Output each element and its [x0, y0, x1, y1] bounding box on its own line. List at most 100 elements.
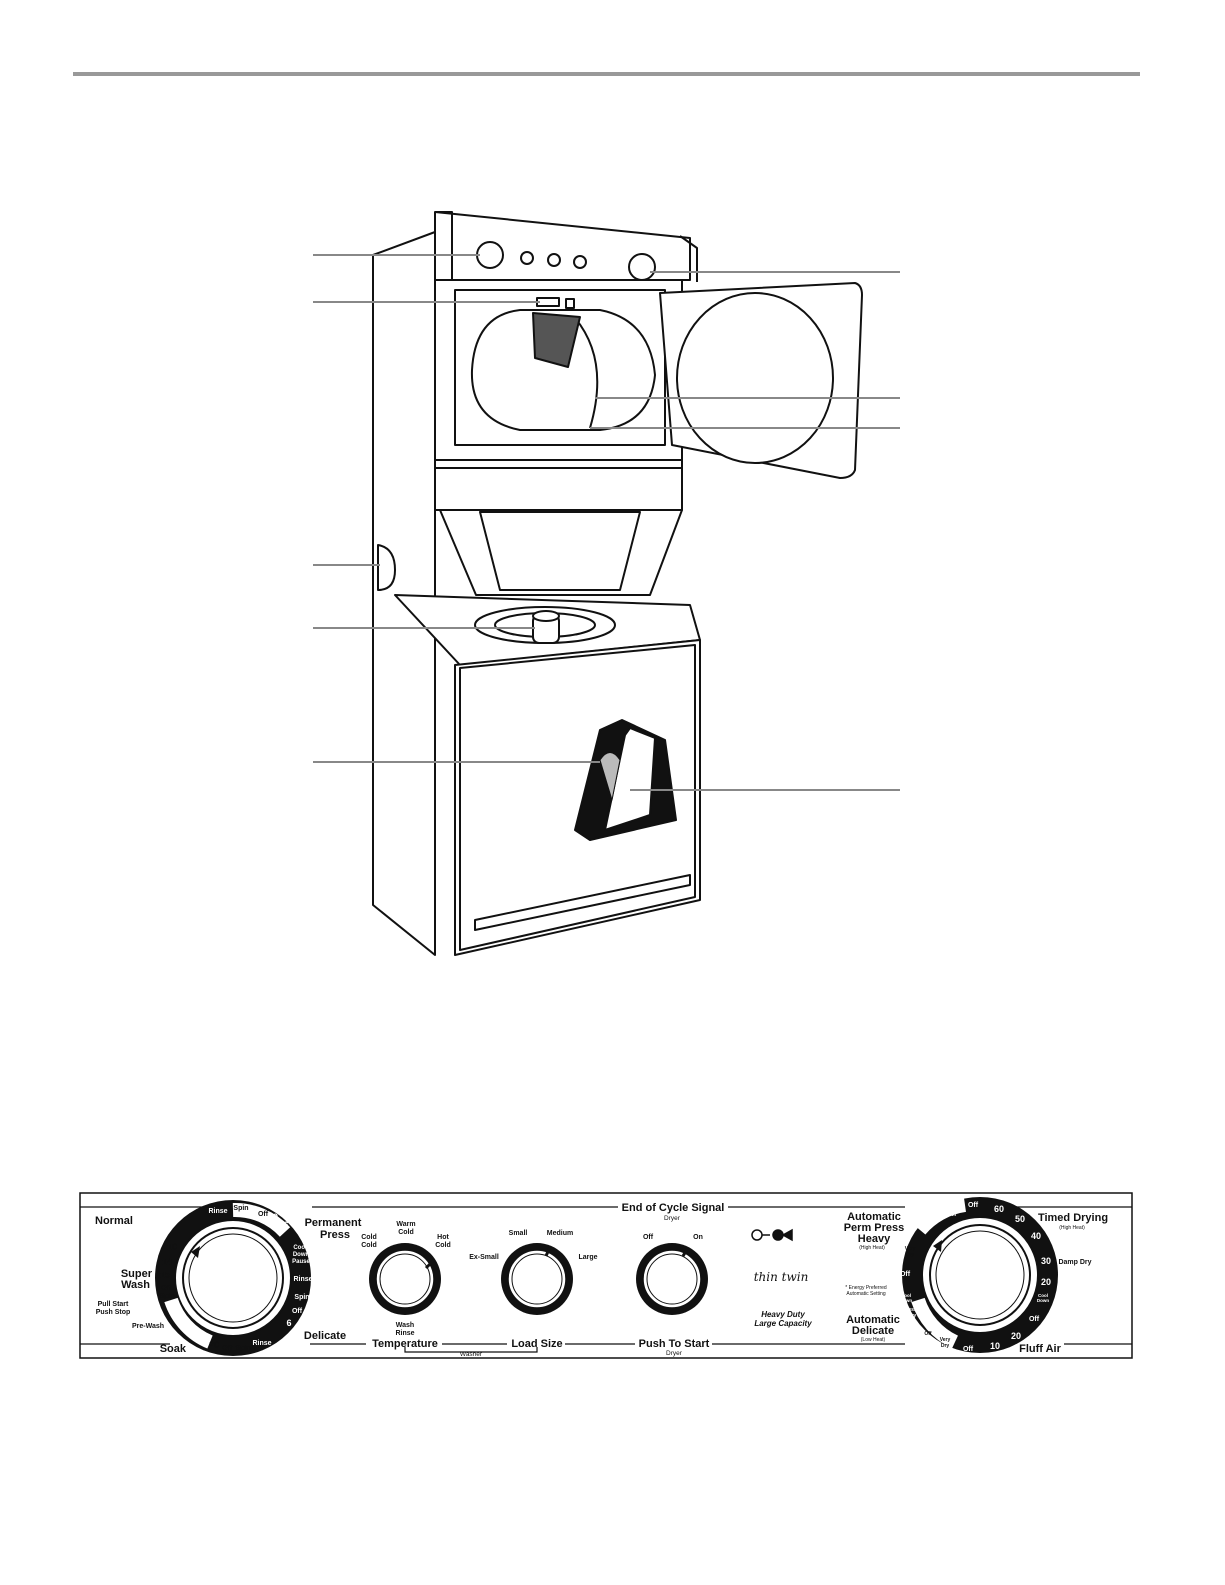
temp-hot-cold: Hot: [437, 1234, 449, 1241]
dial-mark: Very: [905, 1246, 916, 1252]
temp-cold-cold: Cold: [361, 1242, 377, 1249]
pointer-icon: [933, 1240, 942, 1252]
dial-mark: Less: [924, 1216, 936, 1222]
dial-mark: Off: [161, 1285, 172, 1292]
temp-wash-rinse: Rinse: [395, 1330, 414, 1337]
dial-mark: Off: [900, 1271, 911, 1278]
dial-mark: Off: [222, 1345, 233, 1352]
load-ex-small: Ex-Small: [469, 1254, 499, 1261]
energy-preferred-note: * Energy Preferred: [845, 1285, 887, 1291]
permanent-press-label-1: Permanent: [305, 1217, 362, 1229]
dial-mark: 20: [209, 1340, 219, 1350]
console-button: [520, 251, 534, 265]
washer-group-label: Washer: [460, 1351, 483, 1358]
dial-mark: Dry: [906, 1252, 915, 1258]
stacked-washer-dryer-illustration: [372, 211, 863, 956]
pointer-icon: [191, 1246, 200, 1258]
dial-mark: 10: [167, 1242, 177, 1252]
dial-mark: 15: [160, 1270, 170, 1280]
dial-mark: Spin: [233, 1205, 248, 1212]
temp-hot-cold: Cold: [435, 1242, 451, 1249]
auto-perm-press-label: Perm Press: [844, 1222, 905, 1234]
push-stop-label: Push Stop: [96, 1309, 131, 1316]
pull-start-label: Pull Start: [98, 1301, 129, 1308]
dial-mark: 10: [268, 1212, 278, 1222]
dial-mark: Spin: [235, 1345, 250, 1352]
side-knob: [377, 544, 396, 591]
timed-drying-label: Timed Drying: [1038, 1212, 1108, 1224]
dial-mark: Cool: [1038, 1293, 1048, 1298]
dial-mark: Dry: [908, 1313, 917, 1319]
temperature-knob[interactable]: [369, 1243, 441, 1315]
auto-delicate-label: Delicate: [852, 1325, 894, 1337]
dial-mark: 20: [1041, 1277, 1051, 1287]
large-capacity-label: Large Capacity: [754, 1319, 812, 1328]
dryer-dial-right: [628, 253, 656, 281]
load-small: Small: [509, 1230, 528, 1237]
super-wash-label-1: Super: [121, 1268, 153, 1280]
dial-mark: 20: [1011, 1331, 1021, 1341]
auto-perm-press-heat: (High Heat): [859, 1245, 885, 1251]
dial-mark: 14: [162, 1257, 172, 1267]
console-button: [547, 253, 561, 267]
heavy-duty-label: Heavy Duty: [761, 1310, 805, 1319]
dial-mark: Spin: [294, 1294, 309, 1301]
washer-cycle-dial[interactable]: [155, 1200, 311, 1356]
normal-label: Normal: [95, 1215, 133, 1227]
dial-mark: Off: [292, 1308, 303, 1315]
dial-mark: Off: [963, 1346, 974, 1353]
signal-dryer-label: Dryer: [664, 1215, 681, 1222]
temp-warm-cold: Cold: [398, 1229, 414, 1236]
dial-mark: Dry: [941, 1343, 950, 1349]
pre-wash-label: Pre-Wash: [132, 1323, 164, 1330]
top-rule: [73, 72, 1140, 76]
dial-mark: Rinse: [293, 1276, 312, 1283]
temp-cold-cold: Cold: [361, 1234, 377, 1241]
dial-mark: 4: [174, 1312, 179, 1322]
auto-perm-press-label: Automatic: [847, 1211, 901, 1223]
dial-mark: Down: [944, 1212, 956, 1217]
dial-mark: Pause: [292, 1259, 310, 1265]
dryer-cycle-dial[interactable]: [902, 1197, 1058, 1353]
dial-mark: 6: [283, 1220, 288, 1230]
dial-mark: Cool: [293, 1245, 307, 1251]
load-large: Large: [578, 1254, 597, 1261]
thin-twin-logo: thin twin: [754, 1270, 809, 1284]
dial-mark: Down: [293, 1252, 310, 1258]
temperature-label: Temperature: [372, 1338, 438, 1350]
auto-delicate-heat: (Low Heat): [861, 1337, 886, 1343]
callout-leaders: [313, 254, 900, 791]
cycle-symbol-icon: [751, 1228, 793, 1242]
super-wash-label-2: Wash: [121, 1279, 150, 1291]
damp-dry-label: Damp Dry: [1058, 1259, 1091, 1266]
delicate-label: Delicate: [304, 1330, 346, 1342]
temp-warm-cold: Warm: [396, 1221, 415, 1228]
dial-mark: Off: [924, 1331, 932, 1337]
dial-mark: Rinse: [208, 1208, 227, 1215]
lint-screen: [532, 312, 581, 368]
kick-plate: [474, 874, 691, 931]
temp-wash-rinse: Wash: [396, 1322, 414, 1329]
dial-mark: Off: [968, 1202, 979, 1209]
console-button: [573, 255, 587, 269]
dryer-door-window: [676, 292, 834, 464]
dial-mark: Cool: [901, 1293, 911, 1298]
washer-front: [454, 639, 701, 956]
auto-perm-press-label: Heavy: [858, 1233, 891, 1245]
dial-mark: Down: [1037, 1298, 1049, 1303]
auto-delicate-label: Automatic: [846, 1314, 900, 1326]
timed-drying-heat: (High Heat): [1059, 1225, 1085, 1231]
energy-preferred-note: Automatic Setting: [846, 1291, 885, 1297]
dial-mark: Rinse: [252, 1340, 271, 1347]
end-of-cycle-signal-label: End of Cycle Signal: [622, 1202, 725, 1214]
load-size-knob[interactable]: [501, 1243, 573, 1315]
fluff-air-label: Fluff Air: [1019, 1343, 1061, 1355]
dial-mark: 50: [1015, 1214, 1025, 1224]
permanent-press-label-2: Press: [320, 1229, 350, 1241]
dial-mark: Off: [1029, 1316, 1040, 1323]
end-of-cycle-signal-knob[interactable]: [636, 1243, 708, 1315]
load-size-label: Load Size: [511, 1338, 562, 1350]
load-medium: Medium: [547, 1230, 573, 1237]
dial-mark: Very: [940, 1337, 951, 1343]
